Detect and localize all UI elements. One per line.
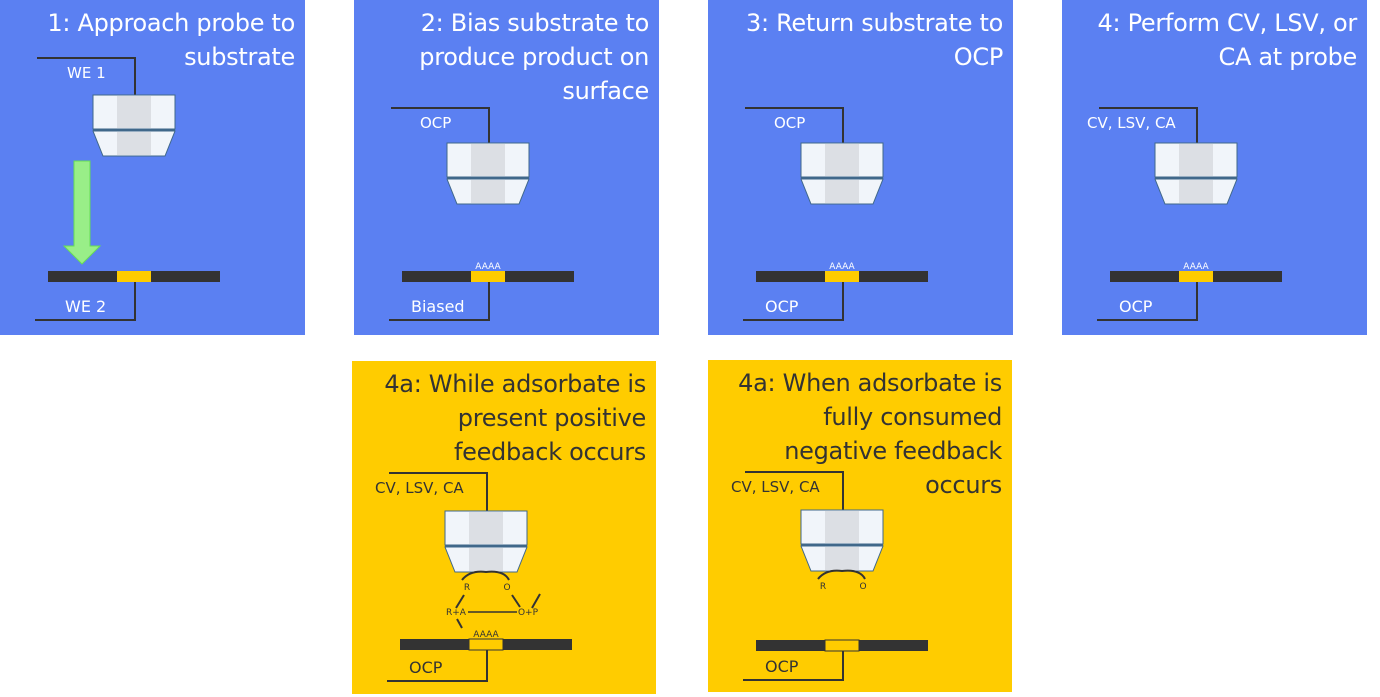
substrate-label: OCP [409,658,443,677]
probe-body-band [469,512,503,544]
down-arrow-icon [62,160,102,265]
panel-title: 4a: When adsorbate is fully consumed neg… [738,369,1002,499]
probe-tip-band [825,547,859,570]
probe-tip-band [1179,180,1213,203]
adsorbate-label: AAAA [829,262,855,272]
substrate-wire [1097,282,1198,321]
substrate-electrode [824,639,860,652]
panel-title: 4a: While adsorbate is present positive … [384,370,646,466]
panel-step-4a-positive: 4a: While adsorbate is present positive … [352,361,656,694]
probe-label: CV, LSV, CA [1087,114,1176,132]
probe-wire [745,471,844,510]
panel-title: 1: Approach probe to substrate [47,9,295,71]
adsorbate-label: AAAA [475,262,501,272]
panel-step-4a-negative: 4a: When adsorbate is fully consumed neg… [708,360,1012,692]
substrate-electrode [468,638,504,651]
substrate-electrode [825,271,859,282]
reactant-r-label: R [464,583,470,593]
probe-tip-band [469,548,503,571]
substrate-electrode [471,271,505,282]
probe-wire [391,107,490,143]
reaction-line [531,593,541,609]
substrate-label: OCP [765,657,799,676]
probe-body-band [471,144,505,176]
probe-tip-band [825,180,859,203]
redox-cycle-arc [817,569,866,580]
probe-label: OCP [774,114,805,132]
probe-wire [745,107,844,143]
panel-step-4: 4: Perform CV, LSV, or CA at probe CV, L… [1062,0,1367,335]
reaction-line [511,594,521,608]
panel-step-1: 1: Approach probe to substrate WE 1 WE 2 [0,0,305,335]
probe-body-band [117,96,151,128]
probe-tip-band [117,132,151,155]
substrate-electrode [1179,271,1213,282]
substrate-label: OCP [1119,297,1153,316]
panel-title: 3: Return substrate to OCP [746,9,1003,71]
reaction-line [455,594,465,609]
reaction-line [456,618,463,629]
substrate-wire [389,282,490,321]
product-o-label: O [859,582,866,592]
panel-step-3: 3: Return substrate to OCP OCP AAAA OCP [708,0,1013,335]
step-4a-positive-diagram: CV, LSV, CA AAAA OCP R O R+A O+P [375,472,572,682]
substrate-label: OCP [765,297,799,316]
adsorbate-label: AAAA [473,630,499,640]
step-2-diagram: OCP AAAA Biased [389,107,574,321]
panel-title: 2: Bias substrate to produce product on … [419,9,649,105]
substrate-wire [35,282,136,321]
r-plus-a-label: R+A [446,608,467,618]
probe-body-band [825,144,859,176]
substrate-wire [387,650,488,682]
substrate-wire [743,651,844,681]
reactant-r-label: R [820,582,826,592]
probe-label: CV, LSV, CA [375,479,464,497]
step-4-diagram: CV, LSV, CA AAAA OCP [1087,107,1282,321]
substrate-label: WE 2 [65,297,106,316]
product-o-label: O [503,583,510,593]
substrate-electrode [117,271,151,282]
panel-step-2: 2: Bias substrate to produce product on … [354,0,659,335]
redox-cycle-arc [461,570,510,581]
probe-body-band [1179,144,1213,176]
step-1-diagram: WE 1 WE 2 [35,57,220,321]
o-plus-p-label: O+P [518,608,539,618]
substrate-label: Biased [411,297,465,316]
step-3-diagram: OCP AAAA OCP [743,107,928,321]
probe-tip-band [471,180,505,203]
adsorbate-label: AAAA [1183,262,1209,272]
probe-wire [1099,107,1198,143]
probe-label: OCP [420,114,451,132]
step-4a-negative-diagram: CV, LSV, CA OCP R O [731,471,928,681]
probe-label: CV, LSV, CA [731,478,820,496]
probe-wire [389,472,488,511]
substrate-wire [743,282,844,321]
probe-wire [37,57,136,95]
probe-label: WE 1 [67,64,106,82]
probe-body-band [825,511,859,543]
panel-title: 4: Perform CV, LSV, or CA at probe [1097,9,1358,71]
